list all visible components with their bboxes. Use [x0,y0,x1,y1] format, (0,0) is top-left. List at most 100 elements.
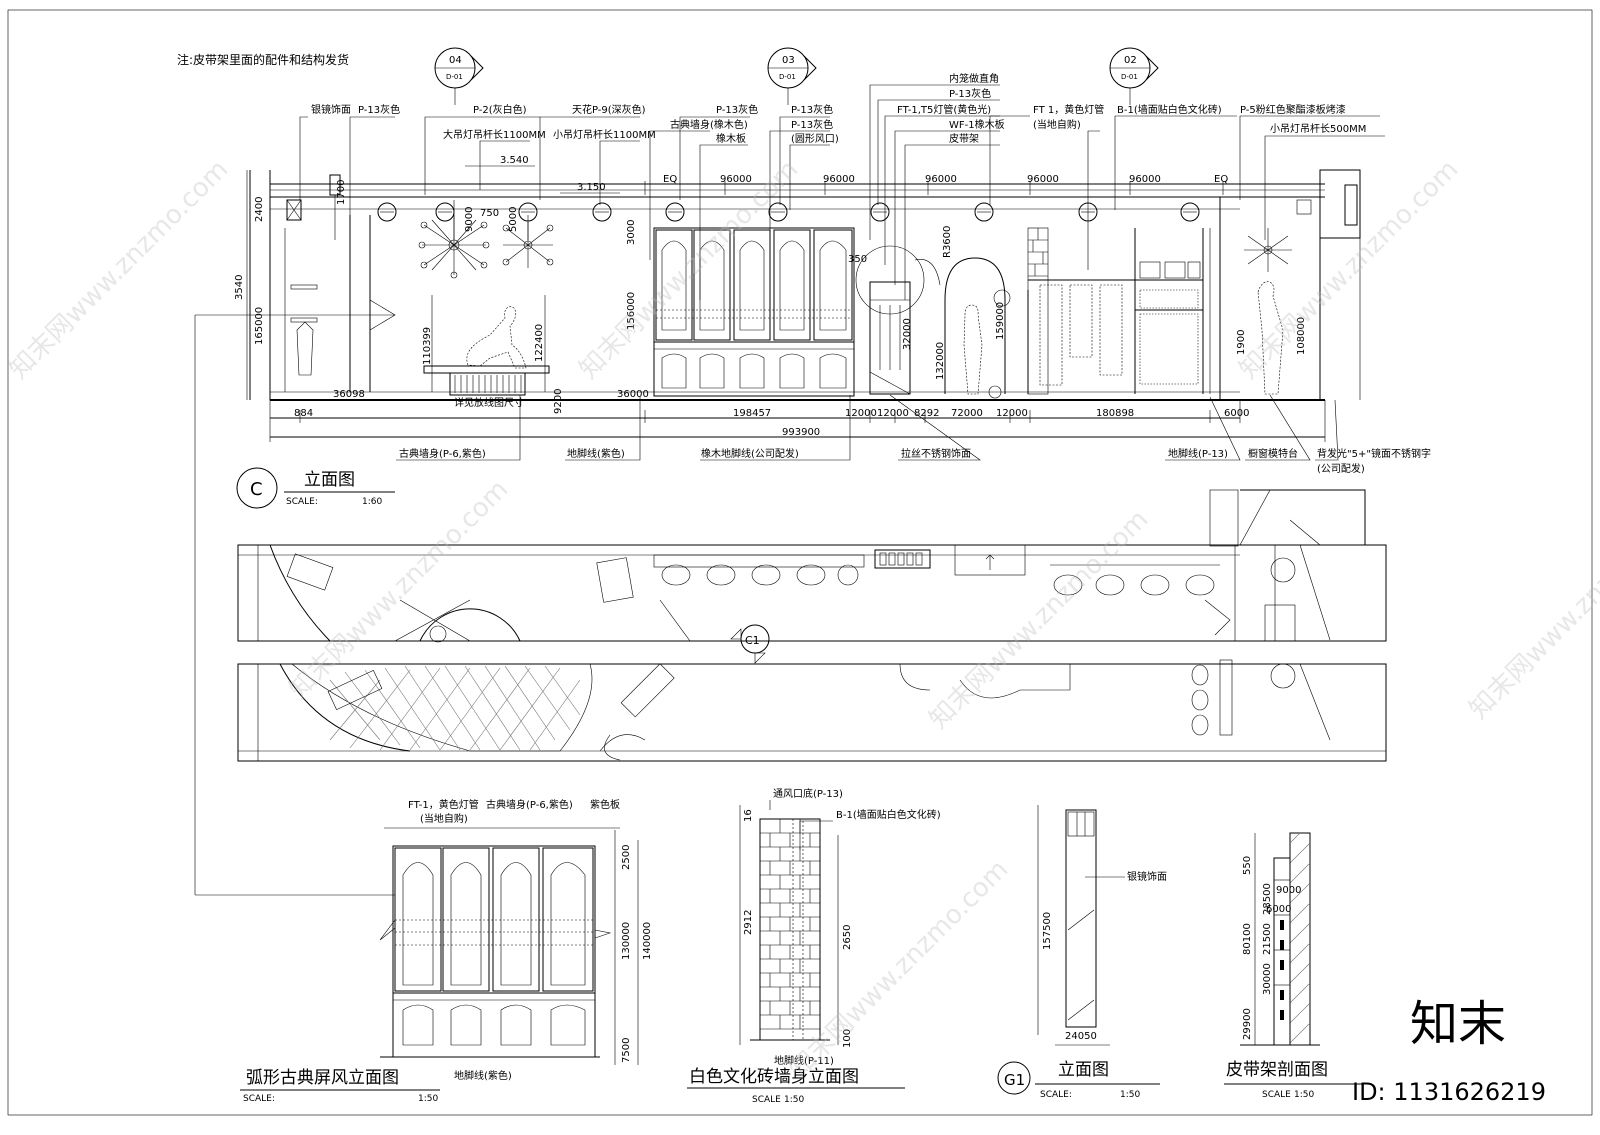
det4-scale-label: SCALE [1262,1090,1291,1100]
det4-dim-550: 550 [1242,856,1253,875]
bottom-leader-lines [396,394,1339,461]
det1-dim-130000: 130000 [621,922,632,960]
label-ceiling-p9: 天花P-9(深灰色) [572,103,646,116]
dim-6000: 6000 [1224,408,1249,419]
det3-letter: G1 [1004,1071,1025,1089]
det3-title: 立面图 [1058,1060,1109,1080]
det1-dim-7500: 7500 [621,1038,632,1063]
dim-3000: 3000 [626,220,637,245]
det3-scale-label: SCALE: [1040,1090,1072,1100]
belt-rack-area [855,245,1011,399]
label-p13: P-13灰色 [949,87,991,100]
dimension-chain-top: EQ 96000 96000 96000 96000 96000 EQ [270,174,1325,195]
detail-note: 详见放线图尺寸 [454,396,524,409]
det4-dim-21500: 21500 [1262,923,1273,955]
det1-dim-2500: 2500 [621,845,632,870]
dim-12000: 12000 [845,408,877,419]
left-wall-section [194,170,396,896]
top-leader-lines [299,84,1385,300]
dim-eq: EQ [663,174,677,185]
det4-scale: 1:50 [1294,1090,1314,1100]
dim-72000: 72000 [951,408,983,419]
dim-122400: 122400 [534,324,545,362]
floor-plan: C1 [237,489,1387,762]
dim-165000: 165000 [254,307,265,345]
image-id: ID: 1131626219 [1352,1078,1546,1106]
det3-dim-157500: 157500 [1042,912,1053,950]
watermark-text: 知末网www.znzmo.com [924,504,1155,735]
dim-350: 350 [848,254,867,265]
right-window-display [1219,169,1361,400]
det3-label-mirror: 银镜饰面 [1127,870,1167,883]
label-p13: P-13灰色 [716,103,758,116]
det2-title: 白色文化砖墙身立面图 [689,1067,859,1087]
elevation-c: 04 D-01 03 D-01 02 D-01 银镜饰面 P-13灰色 P-2(… [194,47,1431,896]
section-bubble-03: 03 D-01 [767,47,817,105]
plan-marker-label: C1 [745,634,760,647]
dim-total: 993900 [782,427,820,438]
bubble-number: 04 [449,55,462,66]
dim-3540: 3540 [234,275,245,300]
det1-dim-140000: 140000 [642,922,653,960]
dim-12000: 12000 [996,408,1028,419]
dim-36098: 36098 [333,389,365,400]
det1-label-local: (当地自购) [420,812,468,825]
det4-dim-80100: 80100 [1242,923,1253,955]
dim-12000: 12000 [877,408,909,419]
label-p2: P-2(灰白色) [473,103,527,116]
det1-title: 弧形古典屏风立面图 [246,1068,399,1088]
dim-96000: 96000 [823,174,855,185]
elevation-title: 立面图 [304,470,355,490]
watermark-text: 知末网www.znzmo.com [1464,494,1600,725]
label-b1-brick: B-1(墙面贴白色文化砖) [1117,103,1222,116]
label-skirting-purple: 地脚线(紫色) [567,447,625,460]
dim-32000: 32000 [902,318,913,350]
watermark-text: 知末网www.znzmo.com [1234,154,1465,385]
det2-scale-label: SCALE [752,1095,781,1105]
label-p5-pink: P-5粉红色聚酯漆板烤漆 [1240,103,1346,116]
det1-label-purple-board: 紫色板 [590,798,620,811]
det2-dim-2912: 2912 [743,910,754,935]
dim-8292: 8292 [914,408,939,419]
bubble-ref: D-01 [446,73,463,81]
det2-dim-100: 100 [842,1029,853,1048]
label-wf1-oak: WF-1橡木板 [949,118,1005,131]
label-ft1-tube: FT 1，黄色灯管 [1033,103,1104,116]
label-silver-mirror: 银镜饰面 [311,103,351,116]
dim-1700: 1700 [336,180,347,205]
bubble-number: 03 [782,55,795,66]
label-brushed-steel: 拉丝不锈钢饰面 [901,447,971,460]
dim-96000: 96000 [1129,174,1161,185]
scale-value: 1:60 [362,497,382,507]
dim-110399: 110399 [422,327,433,365]
det1-scale-label: SCALE: [243,1094,275,1104]
label-classic-wall: 古典墙身(橡木色) [670,118,748,131]
det2-label-vent: 通风口底(P-13) [773,787,843,800]
label-small-chandelier: 小吊灯吊杆长1100MM [553,129,656,141]
label-oak-board: 橡木板 [716,132,746,145]
chandelier-large [418,200,490,279]
dim-1900: 1900 [1236,330,1247,355]
det1-label-wall: 古典墙身(P-6,紫色) [486,798,573,811]
dim-884: 884 [294,408,313,419]
watermark-text: 知末网www.znzmo.com [4,154,235,385]
detail-g1-elevation: 银镜饰面 157500 24050 G1 立面图 SCALE: 1:50 [997,805,1167,1100]
dim-198457: 198457 [733,408,771,419]
det2-scale: 1:50 [784,1095,804,1105]
dim-r3600: R3600 [942,226,953,258]
window-display-figure: 详见放线图尺寸 [423,295,550,409]
det2-dim-2650: 2650 [842,925,853,950]
title-block-c: C 立面图 SCALE: 1:60 [236,467,395,509]
label-p13: P-13灰色 [791,103,833,116]
label-t5-tube: FT-1,T5灯管(黄色光) [897,103,991,116]
dim-2400: 2400 [254,197,265,222]
dim-9000: 9000 [464,207,475,232]
sheet-border [7,9,1593,1116]
det3-scale: 1:50 [1120,1090,1140,1100]
dim-180898: 180898 [1096,408,1134,419]
dim-level: 3.540 [500,155,529,166]
dim-156000: 156000 [626,292,637,330]
dim-750: 750 [480,208,499,219]
dim-36000: 36000 [617,389,649,400]
